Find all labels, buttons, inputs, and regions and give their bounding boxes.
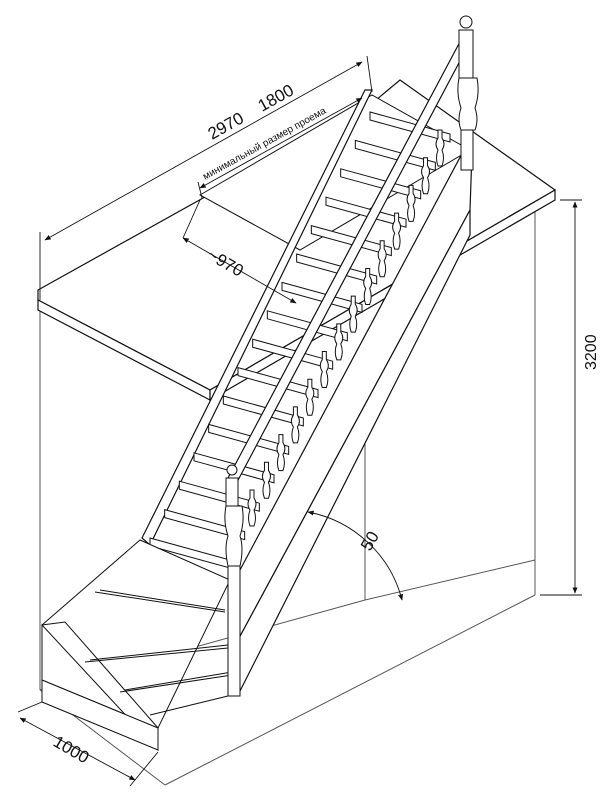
baluster [392,212,402,250]
baluster [348,295,358,333]
stair-treads [149,111,451,569]
balusters [247,129,445,527]
tread [164,508,246,541]
baluster [377,240,387,278]
baluster [363,267,373,305]
baluster [290,406,300,444]
baluster [305,378,315,416]
baluster [261,461,271,499]
baluster [334,323,344,361]
dimension-stair-width: 1000 [50,732,92,767]
dimension-lines [17,55,582,787]
tread [266,310,348,342]
baluster [319,351,329,389]
baluster [435,129,445,167]
newel-post-top [457,15,479,171]
tread [178,480,260,512]
baluster [276,434,286,472]
baluster [421,157,431,195]
newel-post-bottom [224,464,244,697]
baluster [247,489,257,527]
tread [237,366,319,399]
tread [252,338,334,370]
baluster [406,184,416,222]
dimension-height: 3200 [583,334,600,370]
dimension-angle: 50 [357,528,383,554]
